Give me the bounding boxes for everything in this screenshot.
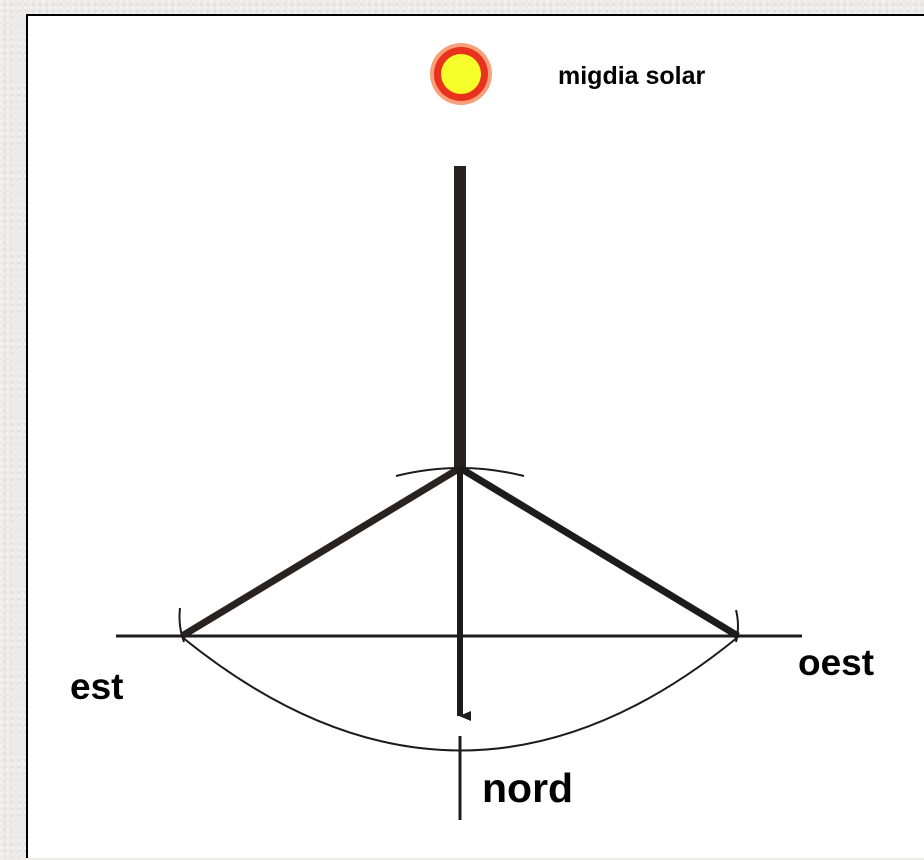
east-label: est bbox=[70, 666, 124, 707]
north-label: nord bbox=[482, 765, 574, 811]
west-diagonal-line bbox=[458, 465, 740, 639]
east-diagonal-line bbox=[180, 465, 462, 639]
diagram-frame: migdia solar est oest nord bbox=[26, 14, 924, 858]
sun-icon bbox=[430, 43, 492, 105]
east-tick-mark bbox=[178, 607, 185, 643]
west-label: oest bbox=[798, 642, 875, 683]
gnomon-diagram bbox=[116, 43, 802, 820]
sun-label: migdia solar bbox=[558, 62, 706, 90]
west-tick-mark bbox=[735, 609, 739, 643]
